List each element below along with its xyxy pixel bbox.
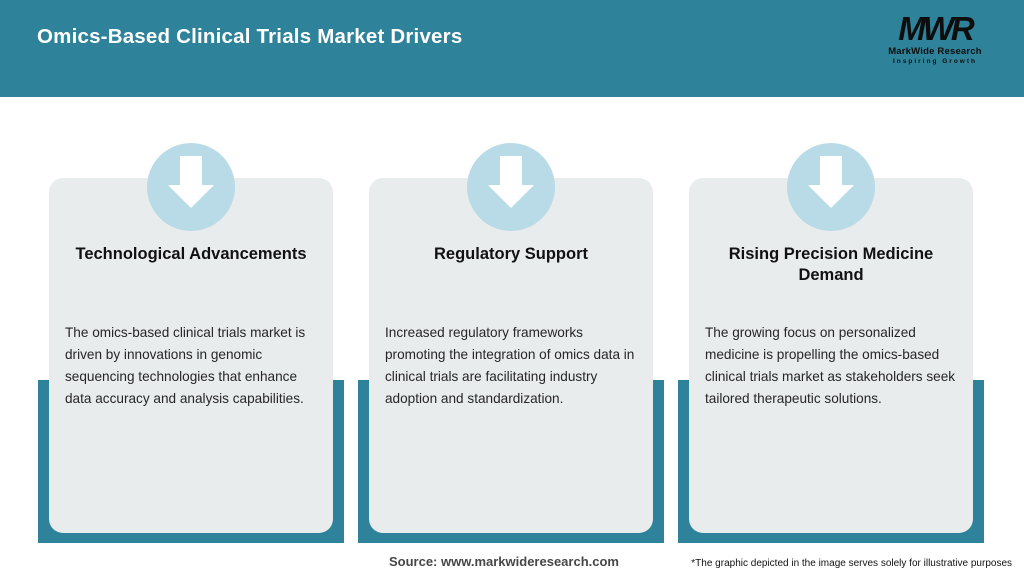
page-title: Omics-Based Clinical Trials Market Drive… bbox=[37, 25, 463, 48]
down-arrow-icon bbox=[147, 143, 235, 231]
logo-name: MarkWide Research bbox=[888, 46, 982, 57]
card-title: Rising Precision Medicine Demand bbox=[728, 245, 934, 284]
logo-acronym: MWR bbox=[898, 10, 974, 47]
down-arrow-icon bbox=[787, 143, 875, 231]
source-text: Source: www.markwideresearch.com bbox=[388, 554, 619, 569]
driver-card: Regulatory Support Increased regulatory … bbox=[369, 178, 653, 533]
card-title: Technological Advancements bbox=[75, 245, 307, 263]
driver-card: Rising Precision Medicine Demand The gro… bbox=[689, 178, 973, 533]
logo-tagline: Inspiring Growth bbox=[893, 57, 977, 65]
header-bar: Omics-Based Clinical Trials Market Drive… bbox=[0, 0, 1024, 97]
disclaimer-text: *The graphic depicted in the image serve… bbox=[691, 558, 1012, 569]
driver-column-2: Regulatory Support Increased regulatory … bbox=[358, 0, 664, 576]
markwide-research-logo: MWR MarkWide Research Inspiring Growth bbox=[870, 12, 1000, 65]
card-description: The omics-based clinical trials market i… bbox=[65, 325, 306, 406]
card-description: The growing focus on personalized medici… bbox=[705, 325, 956, 406]
driver-column-1: Technological Advancements The omics-bas… bbox=[38, 0, 344, 576]
card-description: Increased regulatory frameworks promotin… bbox=[385, 325, 635, 406]
card-title: Regulatory Support bbox=[433, 245, 588, 263]
driver-card: Technological Advancements The omics-bas… bbox=[49, 178, 333, 533]
driver-column-3: Rising Precision Medicine Demand The gro… bbox=[678, 0, 984, 576]
down-arrow-icon bbox=[467, 143, 555, 231]
